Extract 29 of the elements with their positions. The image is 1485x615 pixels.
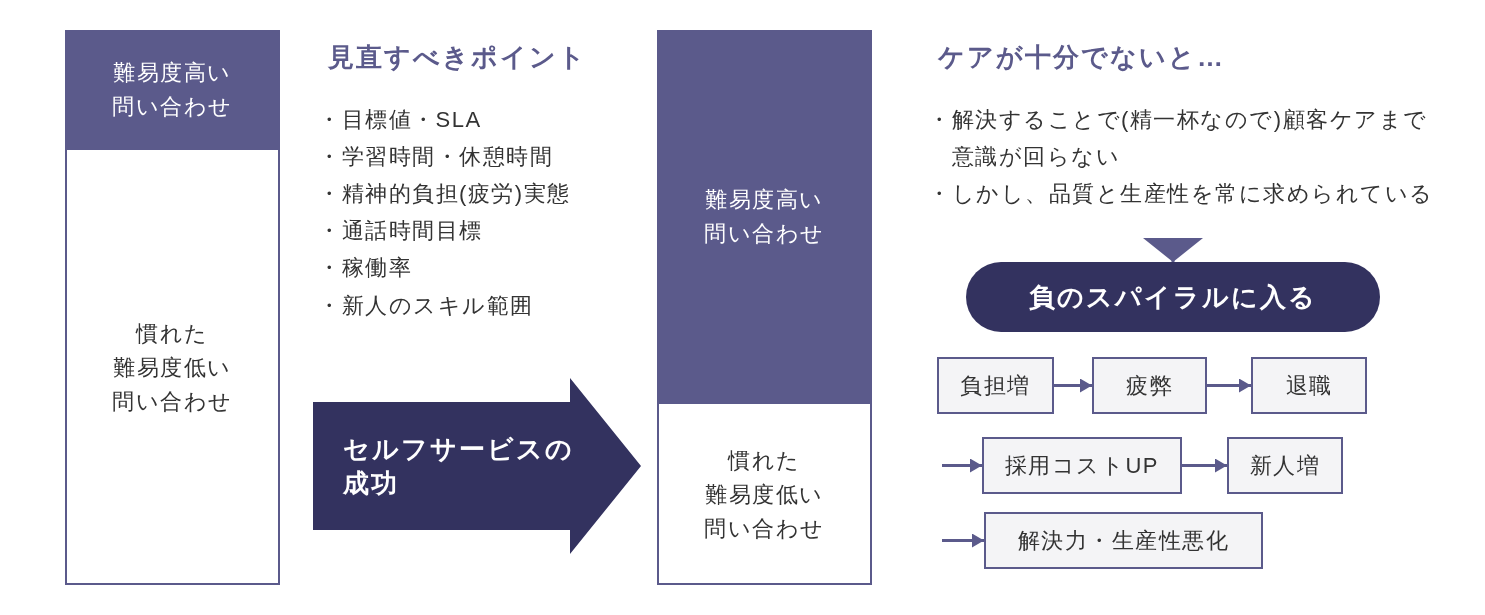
category-section: 慣れた難易度低い問い合わせ <box>65 150 280 585</box>
arrow <box>942 458 982 473</box>
arrow <box>1182 458 1227 473</box>
bullet-item: ・通話時間目標 <box>318 217 483 245</box>
arrow <box>1143 238 1203 262</box>
column-frame <box>65 30 280 585</box>
arrow <box>942 533 984 548</box>
column-frame <box>657 30 872 585</box>
bullet-item: ・学習時間・休憩時間 <box>318 143 553 171</box>
block-arrow: セルフサービスの成功 <box>313 378 641 554</box>
bullet-item: ・稼働率 <box>318 254 412 282</box>
bullet-item: ・精神的負担(疲労)実態 <box>318 180 571 208</box>
process-box: 新人増 <box>1227 437 1343 494</box>
process-box: 退職 <box>1251 357 1367 414</box>
bullet-item: ・目標値・SLA <box>318 106 482 134</box>
category-band: 難易度高い問い合わせ <box>657 30 872 404</box>
arrow <box>1207 378 1251 393</box>
bullet-item: ・解決することで(精一杯なので)顧客ケアまで意識が回らない <box>928 106 1429 171</box>
section-heading: ケアが十分でないと… <box>938 41 1225 73</box>
process-box: 解決力・生産性悪化 <box>984 512 1263 569</box>
process-box: 疲弊 <box>1092 357 1207 414</box>
category-section: 慣れた難易度低い問い合わせ <box>657 404 872 585</box>
bullet-item: ・しかし、品質と生産性を常に求められている <box>928 180 1435 208</box>
category-band: 難易度高い問い合わせ <box>65 30 280 150</box>
process-box: 負担増 <box>937 357 1054 414</box>
pill-banner: 負のスパイラルに入る <box>966 262 1380 332</box>
arrow <box>1054 378 1092 393</box>
section-heading: 見直すべきポイント <box>328 41 587 73</box>
bullet-item: ・新人のスキル範囲 <box>318 292 534 320</box>
